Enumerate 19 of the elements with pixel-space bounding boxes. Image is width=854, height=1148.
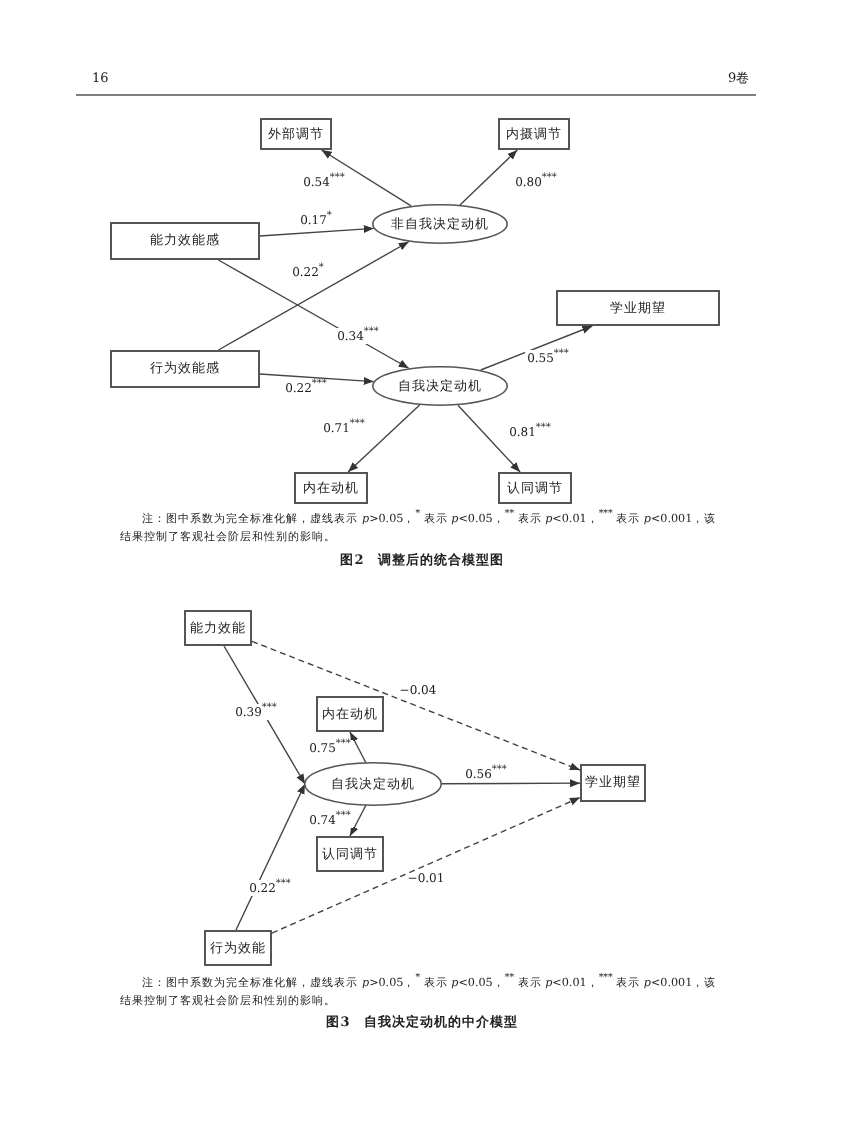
arrow [259, 373, 375, 385]
latent-variable-ellipse [372, 204, 508, 244]
arrow [459, 149, 518, 206]
arrow [441, 779, 581, 788]
arrow [251, 640, 581, 771]
latent-variable-ellipse [304, 762, 442, 806]
arrow [259, 225, 375, 237]
arrow [217, 259, 410, 369]
arrow [349, 804, 367, 837]
arrow [223, 645, 306, 785]
arrow [349, 731, 367, 764]
arrow [347, 404, 421, 473]
arrow [480, 325, 593, 371]
arrow [235, 783, 306, 931]
arrow [271, 796, 581, 934]
arrow [217, 241, 410, 351]
arrow [457, 404, 521, 473]
latent-variable-ellipse [372, 366, 508, 406]
arrow [320, 149, 412, 207]
